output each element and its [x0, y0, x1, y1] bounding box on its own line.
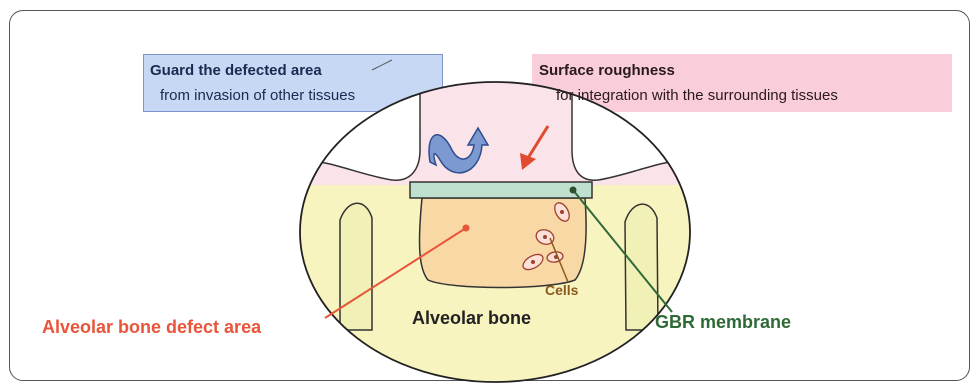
roughness-title: Surface roughness: [539, 62, 675, 79]
cells-label: Cells: [545, 282, 578, 298]
gbr-membrane-label: GBR membrane: [655, 312, 791, 333]
defect-area-label: Alveolar bone defect area: [42, 317, 261, 338]
guard-leader: [372, 60, 392, 70]
roughness-subtitle: for integration with the surrounding tis…: [556, 87, 838, 104]
alveolar-bone-label: Alveolar bone: [412, 308, 531, 329]
left-root: [340, 203, 372, 330]
guard-title: Guard the defected area: [150, 62, 322, 79]
right-root: [625, 204, 658, 330]
gbr-membrane: [410, 182, 592, 198]
guard-subtitle: from invasion of other tissues: [160, 87, 355, 104]
